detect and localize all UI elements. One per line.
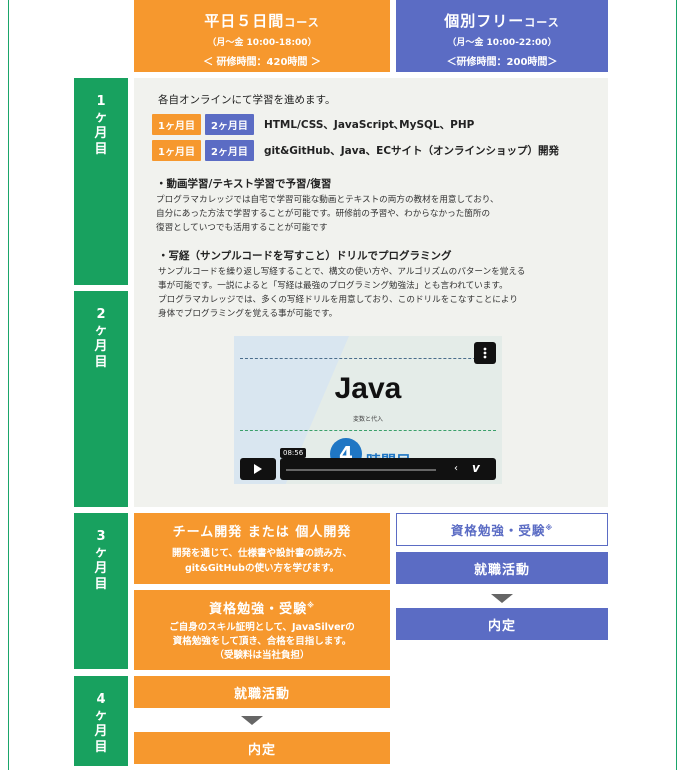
- online-study-panel: 各自オンラインにて学習を進めます。 1ヶ月目 2ヶ月目 HTML/CSS、Jav…: [134, 78, 608, 507]
- video-control-bar: ‹ v: [280, 458, 496, 480]
- weekday-offer-title: 内定: [247, 742, 276, 758]
- right-border: [676, 0, 677, 770]
- play-button[interactable]: [240, 458, 276, 480]
- progress-track[interactable]: [286, 469, 436, 471]
- cert-study-box: 資格勉強・受験※ ご自身のスキル証明として、JavaSilverの 資格勉強をし…: [134, 590, 390, 670]
- section-2-heading: ・写経（サンプルコードを写すこと）ドリルでプログラミング: [158, 250, 452, 262]
- cert-study-desc: ご自身のスキル証明として、JavaSilverの 資格勉強をして頂き、合格を目指…: [169, 621, 355, 661]
- team-dev-desc: 開発を通じて、仕様書や設計書の読み方、 git&GitHubの使い方を学びます。: [171, 548, 353, 574]
- tag-month-1: 1ヶ月目: [152, 114, 201, 135]
- video-title: Java: [334, 372, 402, 405]
- free-offer-box: 内定: [396, 608, 608, 640]
- weekday-course-total: ＜ 研修時間：420時間 ＞: [203, 57, 321, 68]
- weekday-course-header: 平日５日間コース （月～金 10:00-18:00） ＜ 研修時間：420時間 …: [134, 0, 390, 72]
- free-offer-title: 内定: [487, 618, 516, 634]
- weekday-course-hours: （月～金 10:00-18:00）: [207, 38, 317, 48]
- section-1-heading: ・動画学習/テキスト学習で予習/復習: [156, 178, 332, 190]
- free-arrow-down-icon: [491, 594, 513, 603]
- study-row-1-text: HTML/CSS、JavaScript､MySQL、PHP: [263, 119, 475, 131]
- section-1-body: プログラマカレッジでは自宅で学習可能な動画とテキストの両方の教材を用意しており、…: [156, 195, 499, 233]
- weekday-course-title: 平日５日間コース: [204, 12, 320, 30]
- free-course-title: 個別フリーコース: [444, 12, 560, 30]
- free-cert-box: 資格勉強・受験※: [396, 513, 608, 546]
- team-dev-box: チーム開発 または 個人開発 開発を通じて、仕様書や設計書の読み方、 git&G…: [134, 513, 390, 584]
- study-row-1: 1ヶ月目 2ヶ月目 HTML/CSS、JavaScript､MySQL、PHP: [152, 114, 474, 135]
- free-course-total: ＜研修時間：200時間＞: [446, 57, 558, 68]
- video-player[interactable]: Java 変数と代入 4 時間目 ‹ v 08:56: [234, 336, 502, 484]
- weekday-arrow-down-icon: [241, 716, 263, 725]
- left-border: [8, 0, 9, 770]
- study-intro: 各自オンラインにて学習を進めます。: [158, 94, 336, 106]
- team-dev-title: チーム開発 または 個人開発: [172, 525, 352, 540]
- video-text-study-section: ・動画学習/テキスト学習で予習/復習 プログラマカレッジでは自宅で学習可能な動画…: [156, 176, 596, 235]
- captions-icon[interactable]: ‹: [454, 463, 458, 474]
- free-job-box: 就職活動: [396, 552, 608, 584]
- study-row-2-text: git&GitHub、Java、ECサイト（オンラインショップ）開発: [263, 145, 560, 157]
- video-time: 08:56: [280, 448, 307, 458]
- free-cert-title: 資格勉強・受験※: [450, 523, 554, 538]
- video-bottom-line: [240, 430, 496, 431]
- video-subtitle: 変数と代入: [352, 416, 383, 423]
- tag-month-1: 1ヶ月目: [152, 140, 201, 161]
- tag-month-2: 2ヶ月目: [204, 140, 254, 161]
- free-course-hours: （月～金 10:00-22:00）: [447, 38, 557, 48]
- cert-study-title: 資格勉強・受験※: [209, 601, 315, 617]
- weekday-job-box: 就職活動: [134, 676, 390, 708]
- vimeo-logo-icon[interactable]: v: [472, 461, 480, 475]
- section-2-body: サンプルコードを繰り返し写経することで、構文の使い方や、アルゴリズムのパターンを…: [158, 267, 526, 319]
- weekday-offer-box: 内定: [134, 732, 390, 764]
- play-icon: [253, 460, 263, 479]
- tag-month-2: 2ヶ月目: [204, 114, 254, 135]
- video-top-line: [240, 358, 496, 359]
- study-row-2: 1ヶ月目 2ヶ月目 git&GitHub、Java、ECサイト（オンラインショッ…: [152, 140, 559, 161]
- weekday-job-title: 就職活動: [233, 686, 290, 702]
- copy-drill-section: ・写経（サンプルコードを写すこと）ドリルでプログラミング サンプルコードを繰り返…: [158, 248, 598, 321]
- free-job-title: 就職活動: [473, 562, 530, 578]
- more-vert-icon[interactable]: [474, 342, 496, 364]
- free-course-header: 個別フリーコース （月～金 10:00-22:00） ＜研修時間：200時間＞: [396, 0, 608, 72]
